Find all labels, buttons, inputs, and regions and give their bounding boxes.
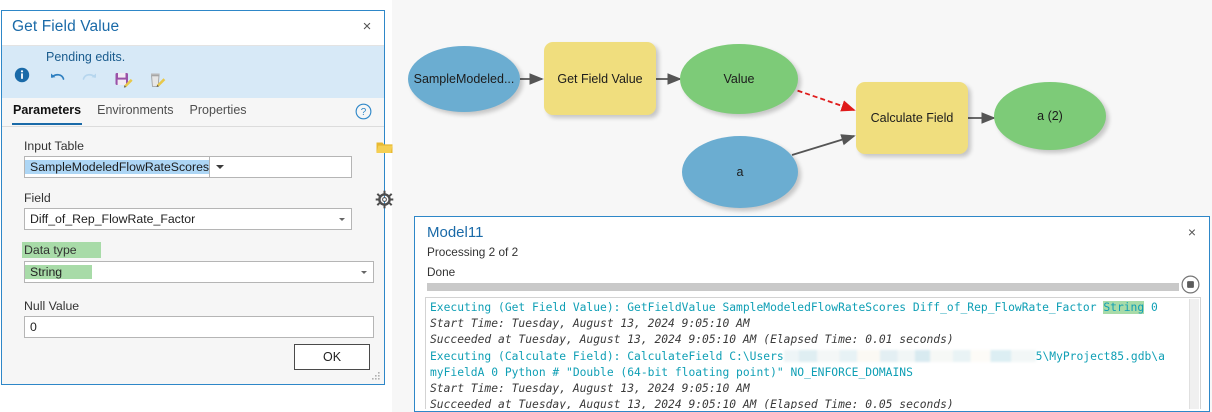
model-node-a-2[interactable]: a (2) bbox=[994, 82, 1106, 150]
field-null-value: Null Value 0 bbox=[24, 297, 374, 338]
stop-icon[interactable] bbox=[1181, 275, 1200, 294]
input-table-label: Input Table bbox=[24, 139, 84, 153]
progress-title: Model11 bbox=[427, 224, 484, 241]
log-scrollbar[interactable] bbox=[1189, 299, 1199, 409]
log-line: Executing (Calculate Field): CalculateFi… bbox=[430, 349, 1200, 365]
field-label: Field bbox=[24, 191, 51, 205]
redacted-path-block bbox=[783, 349, 1036, 362]
pending-edits-bar: Pending edits. bbox=[2, 46, 384, 98]
gear-icon[interactable] bbox=[375, 190, 394, 209]
chevron-down-icon[interactable] bbox=[354, 262, 373, 282]
chevron-down-icon[interactable] bbox=[332, 209, 351, 229]
help-icon[interactable]: ? bbox=[355, 103, 372, 120]
info-icon bbox=[14, 67, 30, 83]
model-node-sample-modeled[interactable]: SampleModeled... bbox=[408, 46, 520, 112]
node-label: Value bbox=[723, 72, 755, 86]
progress-status: Done bbox=[427, 265, 456, 279]
chevron-down-icon[interactable] bbox=[209, 157, 229, 177]
pending-edits-label: Pending edits. bbox=[46, 50, 126, 64]
field-value: Diff_of_Rep_FlowRate_Factor bbox=[30, 212, 196, 226]
log-exec-text: Executing (Get Field Value): GetFieldVal… bbox=[430, 301, 1104, 314]
discard-edits-trash-icon[interactable] bbox=[145, 68, 167, 90]
progress-bar bbox=[427, 283, 1179, 291]
log-highlight: String bbox=[1103, 301, 1145, 314]
log-line: Succeeded at Tuesday, August 13, 2024 9:… bbox=[430, 333, 954, 347]
save-edits-icon[interactable] bbox=[112, 68, 134, 90]
model-diagram: SampleModeled... Get Field Value Value a… bbox=[392, 0, 1212, 215]
node-label: SampleModeled... bbox=[413, 72, 515, 86]
node-label: a bbox=[736, 165, 744, 179]
model-node-a[interactable]: a bbox=[682, 136, 798, 208]
edit-tools bbox=[46, 68, 167, 90]
input-table-value: SampleModeledFlowRateScores bbox=[25, 160, 210, 174]
log-exec-post: 5\MyProject85.gdb\a bbox=[1035, 349, 1165, 363]
tab-environments[interactable]: Environments bbox=[97, 103, 174, 117]
page-title: Get Field Value bbox=[12, 18, 120, 35]
svg-text:?: ? bbox=[361, 107, 367, 118]
edge-n3-n5 bbox=[789, 87, 856, 112]
log-line: myFieldA 0 Python # "Double (64-bit floa… bbox=[430, 365, 913, 379]
model-node-value[interactable]: Value bbox=[680, 44, 798, 114]
progress-subtitle: Processing 2 of 2 bbox=[427, 245, 519, 259]
field-combo[interactable]: Diff_of_Rep_FlowRate_Factor bbox=[24, 208, 352, 230]
pane-title-bar: Get Field Value × bbox=[2, 11, 384, 46]
log-line: Start Time: Tuesday, August 13, 2024 9:0… bbox=[430, 317, 750, 331]
input-table-combo[interactable]: SampleModeledFlowRateScores bbox=[24, 156, 352, 178]
data-type-combo[interactable]: String bbox=[24, 261, 374, 283]
model-node-calculate-field[interactable]: Calculate Field bbox=[856, 82, 968, 154]
redo-icon[interactable] bbox=[79, 68, 101, 90]
log-line: Executing (Get Field Value): GetFieldVal… bbox=[430, 300, 1200, 316]
undo-icon[interactable] bbox=[46, 68, 68, 90]
node-label: Calculate Field bbox=[870, 111, 954, 125]
resize-grip[interactable] bbox=[372, 372, 381, 381]
close-icon[interactable]: × bbox=[362, 18, 372, 35]
tab-parameters[interactable]: Parameters bbox=[12, 101, 83, 125]
data-type-label: Data type bbox=[22, 242, 101, 258]
node-label: a (2) bbox=[1037, 109, 1063, 123]
tab-properties[interactable]: Properties bbox=[189, 103, 247, 117]
log-output[interactable]: Executing (Get Field Value): GetFieldVal… bbox=[425, 297, 1201, 409]
node-label: Get Field Value bbox=[557, 71, 643, 86]
tabs-row: Parameters Environments Properties ? bbox=[2, 98, 384, 127]
log-exec-post: 0 bbox=[1144, 301, 1158, 314]
null-value-label: Null Value bbox=[24, 299, 80, 313]
close-icon[interactable]: × bbox=[1187, 224, 1197, 240]
folder-icon[interactable] bbox=[375, 138, 394, 157]
null-value-input[interactable]: 0 bbox=[24, 316, 374, 338]
log-exec-text: Executing (Calculate Field): CalculateFi… bbox=[430, 349, 784, 363]
data-type-value: String bbox=[25, 265, 93, 279]
log-line: Start Time: Tuesday, August 13, 2024 9:0… bbox=[430, 382, 750, 396]
log-line: Succeeded at Tuesday, August 13, 2024 9:… bbox=[430, 398, 954, 409]
tabs: Parameters Environments Properties bbox=[12, 101, 248, 125]
model-node-get-field-value[interactable]: Get Field Value bbox=[544, 42, 656, 115]
ok-button[interactable]: OK bbox=[294, 344, 370, 370]
parameters-body: Input Table SampleModeledFlowRateScores … bbox=[2, 127, 394, 338]
field-data-type: Data type String bbox=[22, 241, 374, 283]
field-field: Field Diff_of_Rep_FlowRate_Factor bbox=[24, 189, 394, 230]
edge-n4-n5 bbox=[791, 134, 856, 156]
geoprocessing-pane: Get Field Value × Pending edits. bbox=[1, 10, 394, 385]
diagram-edges bbox=[520, 73, 996, 156]
field-input-table: Input Table SampleModeledFlowRateScores bbox=[24, 137, 393, 178]
progress-panel: Model11 × Processing 2 of 2 Done Executi… bbox=[414, 216, 1210, 412]
